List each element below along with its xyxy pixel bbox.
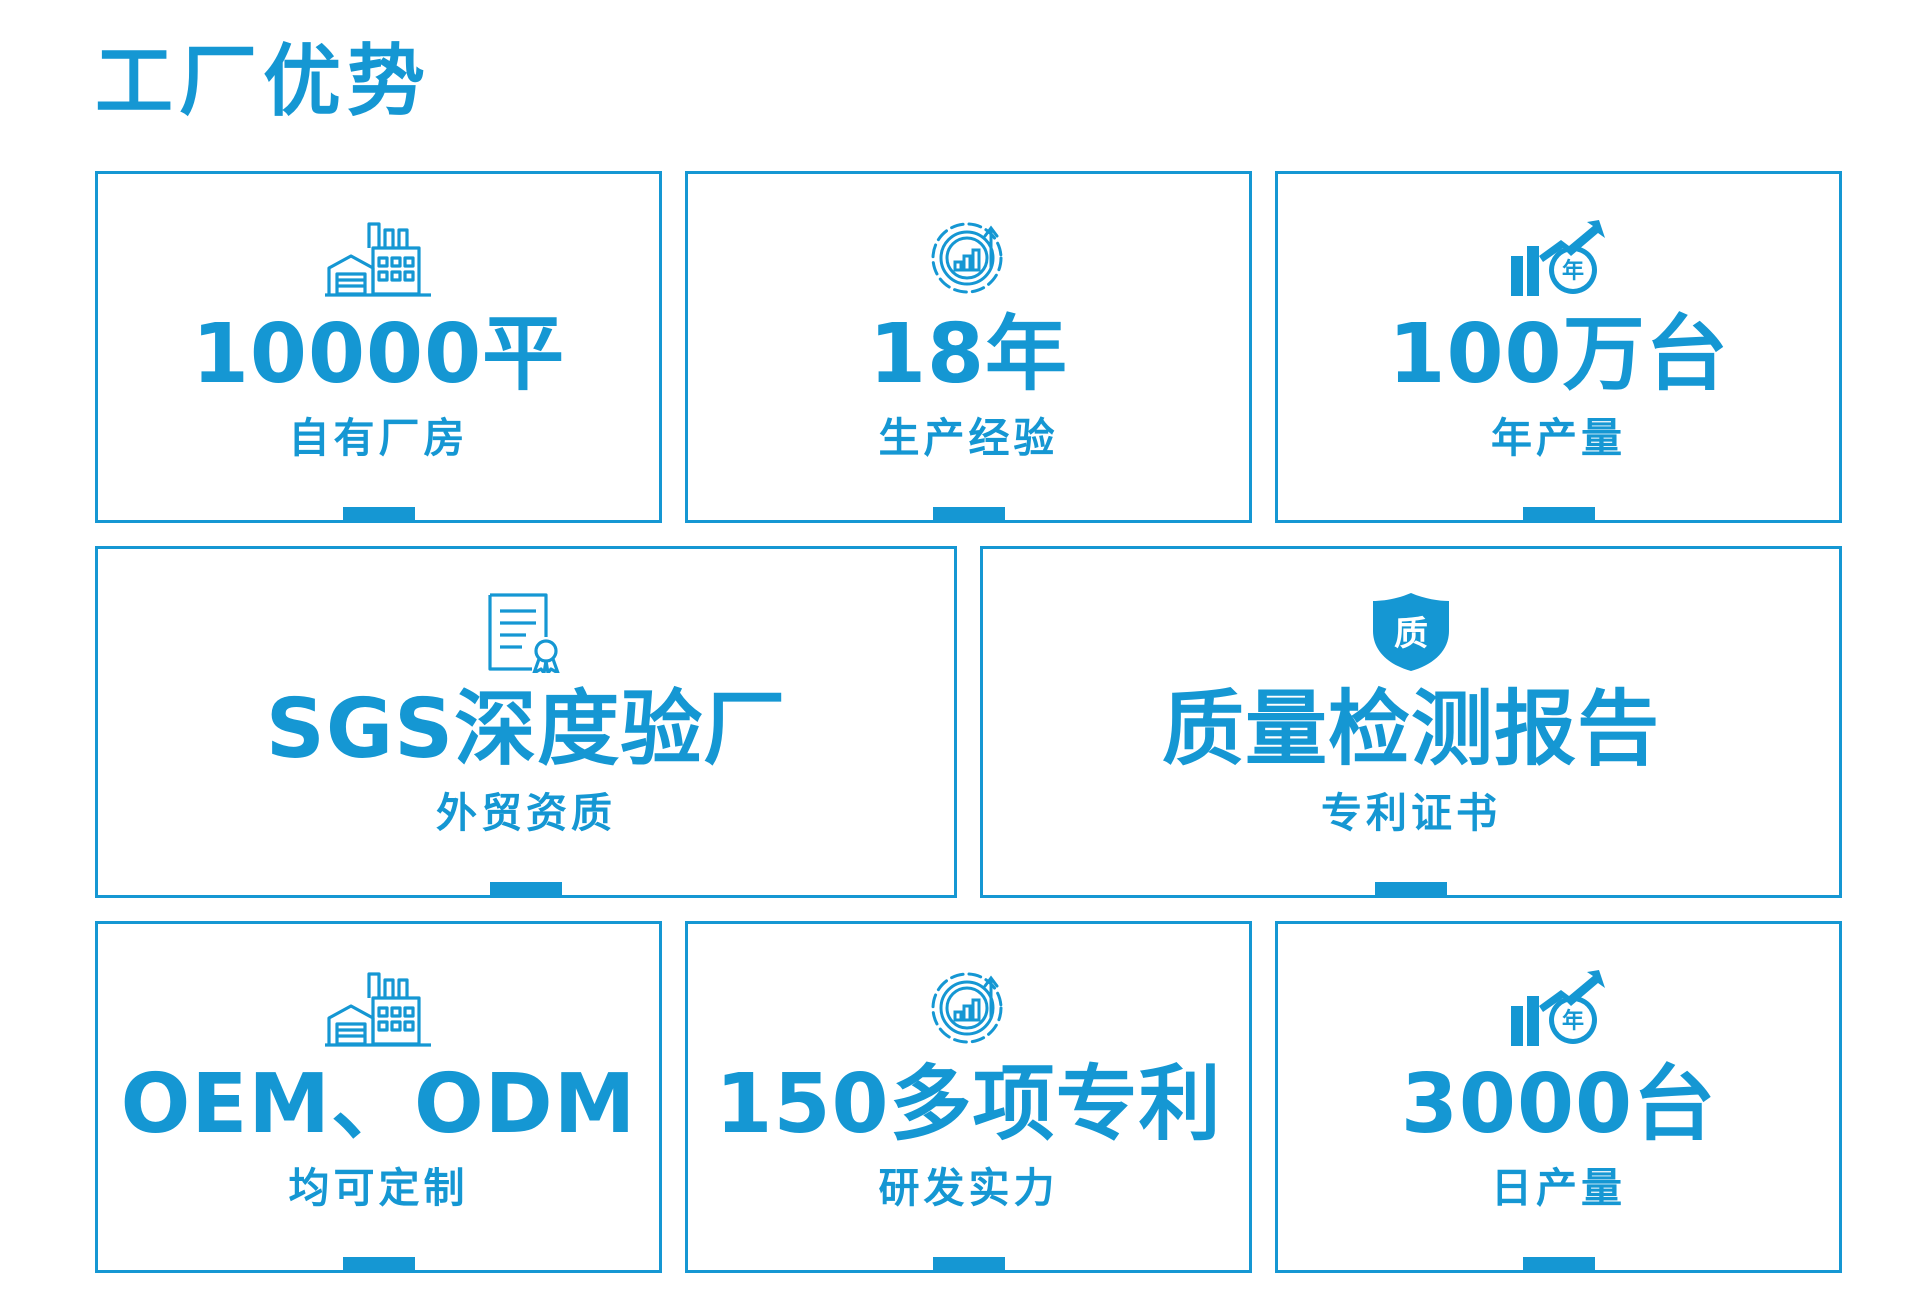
card-value: 100万台 — [1388, 307, 1729, 402]
advantage-card-annual-output: 年 100万台 年产量 — [1275, 171, 1842, 523]
advantage-card-sgs: SGS深度验厂 外贸资质 — [95, 546, 957, 898]
card-label: 日产量 — [1491, 1164, 1626, 1212]
advantage-card-factory-area: 10000平 自有厂房 — [95, 171, 662, 523]
card-bottom-tab — [1522, 507, 1595, 520]
page-title: 工厂优势 — [95, 37, 432, 127]
card-bottom-tab — [342, 507, 415, 520]
growth-year-icon: 年 — [1503, 966, 1615, 1048]
advantage-card-patents: 150多项专利 研发实力 — [685, 921, 1252, 1273]
gear-chart-icon — [913, 216, 1025, 298]
card-bottom-tab — [1375, 882, 1447, 895]
card-label: 年产量 — [1491, 414, 1626, 462]
card-bottom-tab — [342, 1257, 415, 1270]
card-bottom-tab — [932, 507, 1005, 520]
card-value: 3000台 — [1400, 1057, 1717, 1152]
card-label: 外贸资质 — [436, 789, 616, 837]
shield-badge-text: 质 — [1394, 614, 1428, 654]
growth-year-icon: 年 — [1503, 216, 1615, 298]
card-bottom-tab — [1522, 1257, 1595, 1270]
advantage-card-daily-output: 年 3000台 日产量 — [1275, 921, 1842, 1273]
advantage-card-quality-report: 质 质量检测报告 专利证书 — [980, 546, 1842, 898]
advantage-card-experience: 18年 生产经验 — [685, 171, 1252, 523]
year-badge-text: 年 — [1561, 258, 1583, 284]
year-badge-text: 年 — [1561, 1008, 1583, 1034]
card-label: 生产经验 — [878, 414, 1059, 462]
advantage-card-customization: OEM、ODM 均可定制 — [95, 921, 662, 1273]
certificate-icon — [470, 591, 582, 673]
quality-shield-icon: 质 — [1355, 591, 1467, 673]
factory-icon — [323, 966, 435, 1048]
card-value: 10000平 — [191, 307, 566, 402]
card-label: 均可定制 — [288, 1164, 469, 1212]
card-label: 研发实力 — [878, 1164, 1059, 1212]
card-value: 质量检测报告 — [1161, 682, 1660, 777]
card-value: 150多项专利 — [715, 1057, 1222, 1152]
card-value: OEM、ODM — [120, 1057, 637, 1152]
card-value: 18年 — [868, 307, 1069, 402]
factory-icon — [323, 216, 435, 298]
card-label: 自有厂房 — [288, 414, 469, 462]
card-bottom-tab — [932, 1257, 1005, 1270]
card-bottom-tab — [490, 882, 562, 895]
card-label: 专利证书 — [1321, 789, 1501, 837]
gear-chart-icon — [913, 966, 1025, 1048]
card-value: SGS深度验厂 — [265, 682, 787, 777]
